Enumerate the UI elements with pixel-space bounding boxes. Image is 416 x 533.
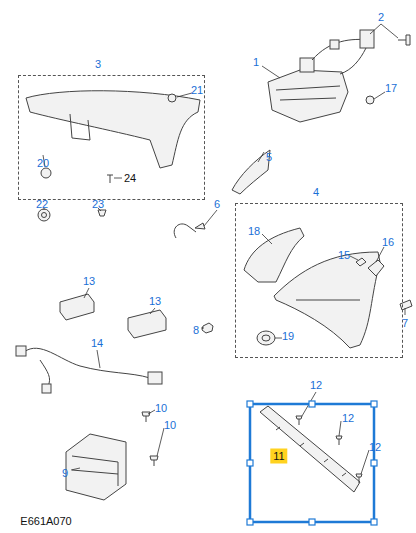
callout-number: 12 (309, 379, 323, 392)
callout-number: 18 (247, 225, 261, 238)
callout-number: 21 (190, 84, 204, 97)
callout-number: 3 (95, 58, 101, 71)
callout-number: 6 (213, 198, 221, 211)
callout-number: 10 (154, 402, 168, 415)
callout-number: 13 (148, 295, 162, 308)
callout-number: 2 (377, 11, 385, 24)
callout-number: 20 (36, 157, 50, 170)
callout-number: 7 (401, 317, 409, 330)
figure-code: E661A070 (19, 515, 72, 528)
callout-number: 15 (337, 249, 351, 262)
callout-number: 24 (123, 172, 137, 185)
callout-number: 8 (192, 324, 200, 337)
callout-number: 9 (61, 467, 69, 480)
callout-number: 11 (270, 449, 287, 464)
group-box: 4 (235, 203, 403, 358)
callout-number: 22 (35, 198, 49, 211)
callout-number: 14 (90, 337, 104, 350)
callout-number: 19 (281, 330, 295, 343)
group-box: 3 (18, 75, 205, 200)
callout-number: 12 (368, 441, 382, 454)
callout-number: 1 (252, 56, 260, 69)
callout-number: 5 (265, 151, 273, 164)
callout-number: 17 (384, 82, 398, 95)
callout-number: 10 (163, 419, 177, 432)
callout-number: 4 (313, 186, 319, 199)
callout-number: 16 (381, 236, 395, 249)
callout-number: 13 (82, 275, 96, 288)
callout-number: 12 (341, 412, 355, 425)
callout-number: 23 (91, 198, 105, 211)
